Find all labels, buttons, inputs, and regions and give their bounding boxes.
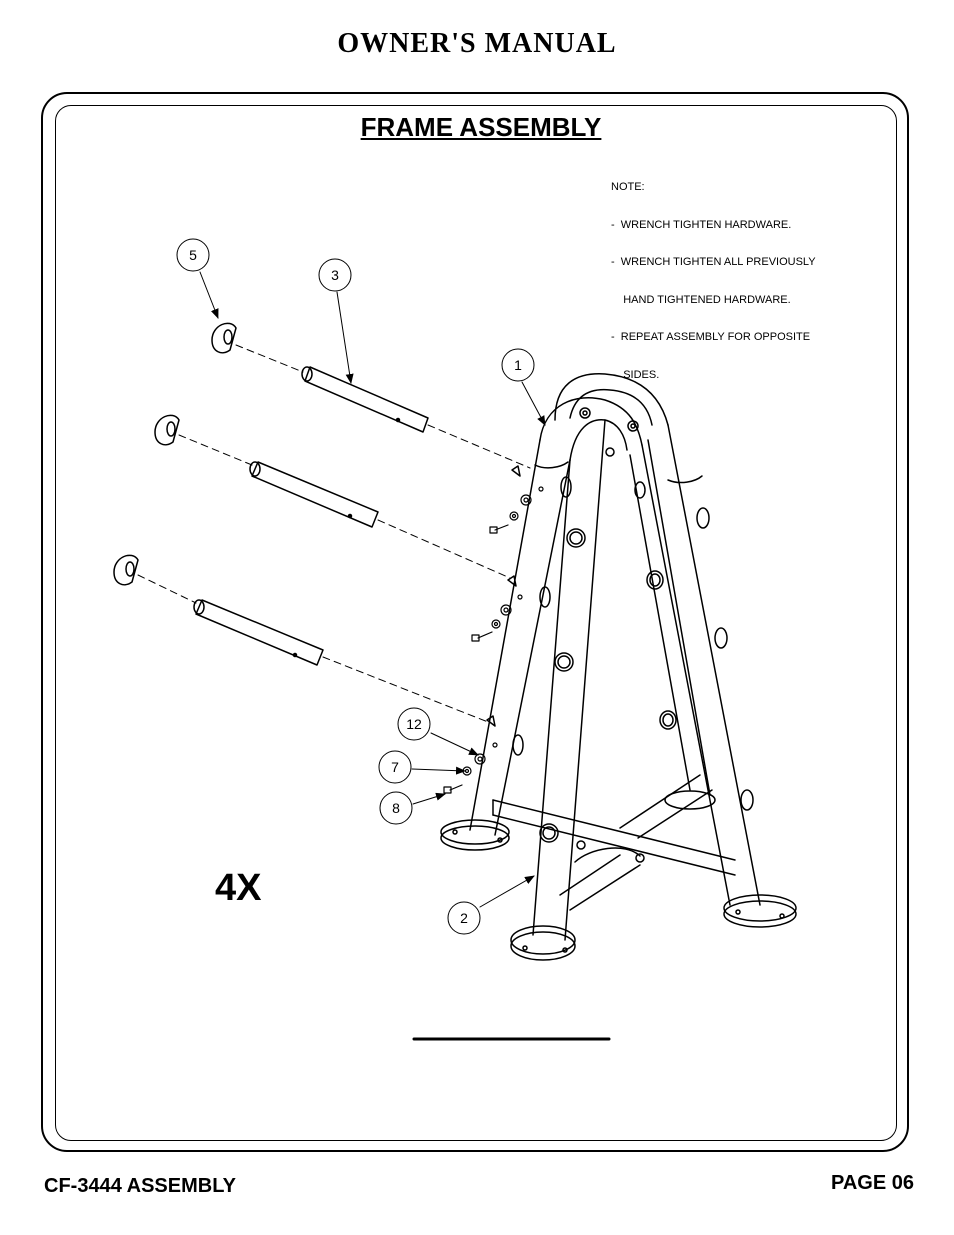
end-cap-part-5 xyxy=(113,554,139,586)
callout-2: 2 xyxy=(447,901,481,935)
note-line: NOTE: xyxy=(611,181,645,193)
peg-part-3 xyxy=(301,366,429,433)
peg-part-3 xyxy=(249,461,379,528)
quantity-multiplier: 4X xyxy=(215,867,262,909)
note-line: - REPEAT ASSEMBLY FOR OPPOSITE xyxy=(611,331,811,343)
callout-label: 2 xyxy=(460,910,468,926)
callout-label: 12 xyxy=(406,716,422,732)
peg-part-3 xyxy=(193,599,324,666)
callout-label: 3 xyxy=(331,267,339,283)
page-border-outer xyxy=(41,92,909,1152)
hardware-set xyxy=(443,742,498,794)
note-line: - WRENCH TIGHTEN ALL PREVIOUSLY xyxy=(611,256,816,268)
callout-label: 7 xyxy=(391,759,399,775)
callout-3: 3 xyxy=(318,258,352,292)
base-part-2 xyxy=(440,774,797,961)
note-line: - WRENCH TIGHTEN HARDWARE. xyxy=(611,218,792,231)
footer-page-number: PAGE 06 xyxy=(831,1172,914,1194)
footer-model: CF-3444 ASSEMBLY xyxy=(44,1175,236,1197)
callout-8: 8 xyxy=(379,791,413,825)
page-border-inner xyxy=(55,105,897,1141)
alignment-lines xyxy=(137,344,531,723)
callout-5: 5 xyxy=(176,238,210,272)
callout-label: 5 xyxy=(189,247,197,263)
note-line: HAND TIGHTENED HARDWARE. xyxy=(611,293,791,306)
assembly-notes: NOTE: - WRENCH TIGHTEN HARDWARE. - WRENC… xyxy=(611,156,816,394)
callout-label: 1 xyxy=(514,357,522,373)
callout-12: 12 xyxy=(397,707,431,741)
hardware-set xyxy=(471,594,523,642)
callout-1: 1 xyxy=(501,348,535,382)
end-cap-part-5 xyxy=(154,414,180,446)
hardware-set xyxy=(489,486,544,534)
section-title: FRAME ASSEMBLY xyxy=(360,112,602,142)
callout-7: 7 xyxy=(378,750,412,784)
end-cap-part-5 xyxy=(211,322,237,354)
callout-label: 8 xyxy=(392,800,400,816)
note-line: SIDES. xyxy=(611,368,660,381)
callout-leaders xyxy=(199,271,546,908)
manual-title: OWNER'S MANUAL xyxy=(337,28,617,59)
frame-part-1 xyxy=(469,373,761,941)
